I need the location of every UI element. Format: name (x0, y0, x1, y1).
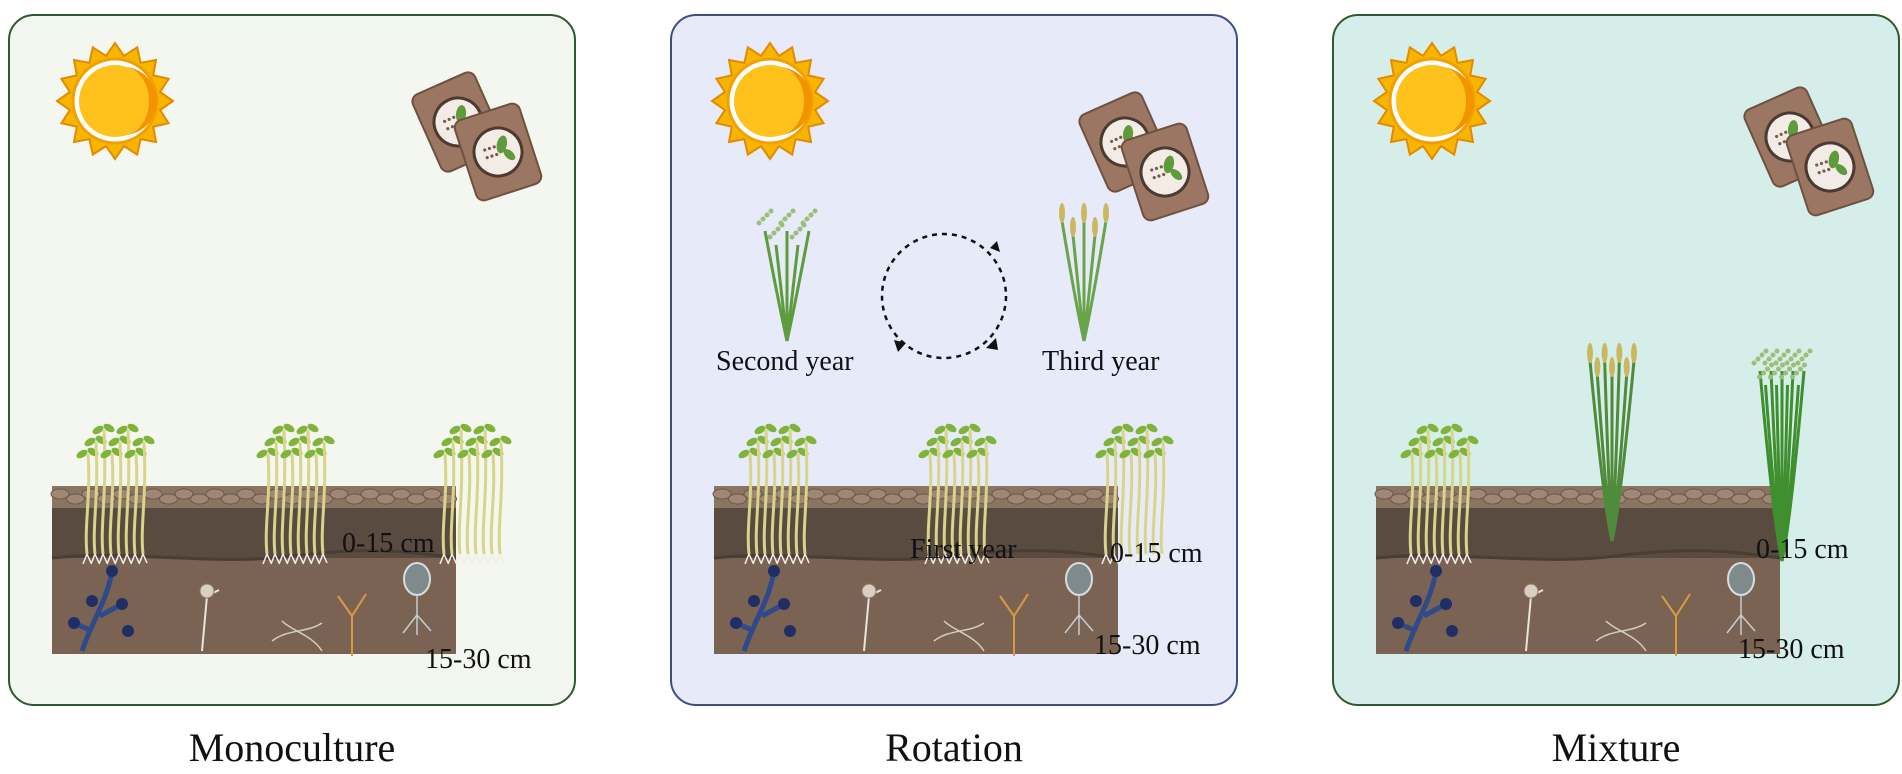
grass-icon (1059, 203, 1109, 342)
sprout-icon (918, 423, 997, 565)
sprout-icon (1095, 423, 1174, 565)
sprout-icon (76, 423, 155, 565)
grass-icon (1587, 343, 1637, 542)
fungi-icon (68, 562, 432, 656)
fungi-icon (1392, 562, 1756, 656)
caption-mixture: Mixture (1551, 725, 1681, 770)
seed-bag-icon (1078, 91, 1210, 222)
cycle-arrow-icon (880, 232, 1008, 360)
sun-icon (710, 41, 830, 161)
seed-bag-icon (1743, 86, 1875, 217)
monoculture-scene (50, 41, 543, 656)
year-label-second: Second year (716, 346, 854, 377)
sprout-icon (256, 423, 335, 565)
sprout-icon (1400, 423, 1479, 565)
sun-icon (1372, 41, 1492, 161)
panel-monoculture: 0-15 cm 15-30 cm (8, 14, 576, 706)
depth-label-bottom: 15-30 cm (1094, 630, 1201, 661)
year-label-third: Third year (1042, 346, 1160, 377)
fungi-icon (730, 562, 1094, 656)
depth-label-top: 0-15 cm (342, 528, 435, 559)
sprout-icon (738, 423, 817, 565)
caption-rotation: Rotation (885, 725, 1023, 770)
sprout-icon (433, 423, 512, 565)
caption-monoculture: Monoculture (188, 725, 396, 770)
depth-label-top: 0-15 cm (1110, 538, 1203, 569)
grass-icon (756, 208, 818, 342)
mixture-scene (1372, 41, 1875, 656)
panel-rotation: Second year Third year First year 0-15 c… (670, 14, 1238, 706)
depth-label-top: 0-15 cm (1756, 534, 1849, 565)
grass-icon (1751, 348, 1813, 562)
panel-mixture: 0-15 cm 15-30 cm (1332, 14, 1900, 706)
depth-label-bottom: 15-30 cm (425, 644, 532, 675)
seed-bag-icon (411, 71, 543, 202)
year-label-first: First year (910, 534, 1017, 565)
rotation-scene (710, 41, 1210, 656)
sun-icon (55, 41, 175, 161)
depth-label-bottom: 15-30 cm (1738, 634, 1845, 665)
